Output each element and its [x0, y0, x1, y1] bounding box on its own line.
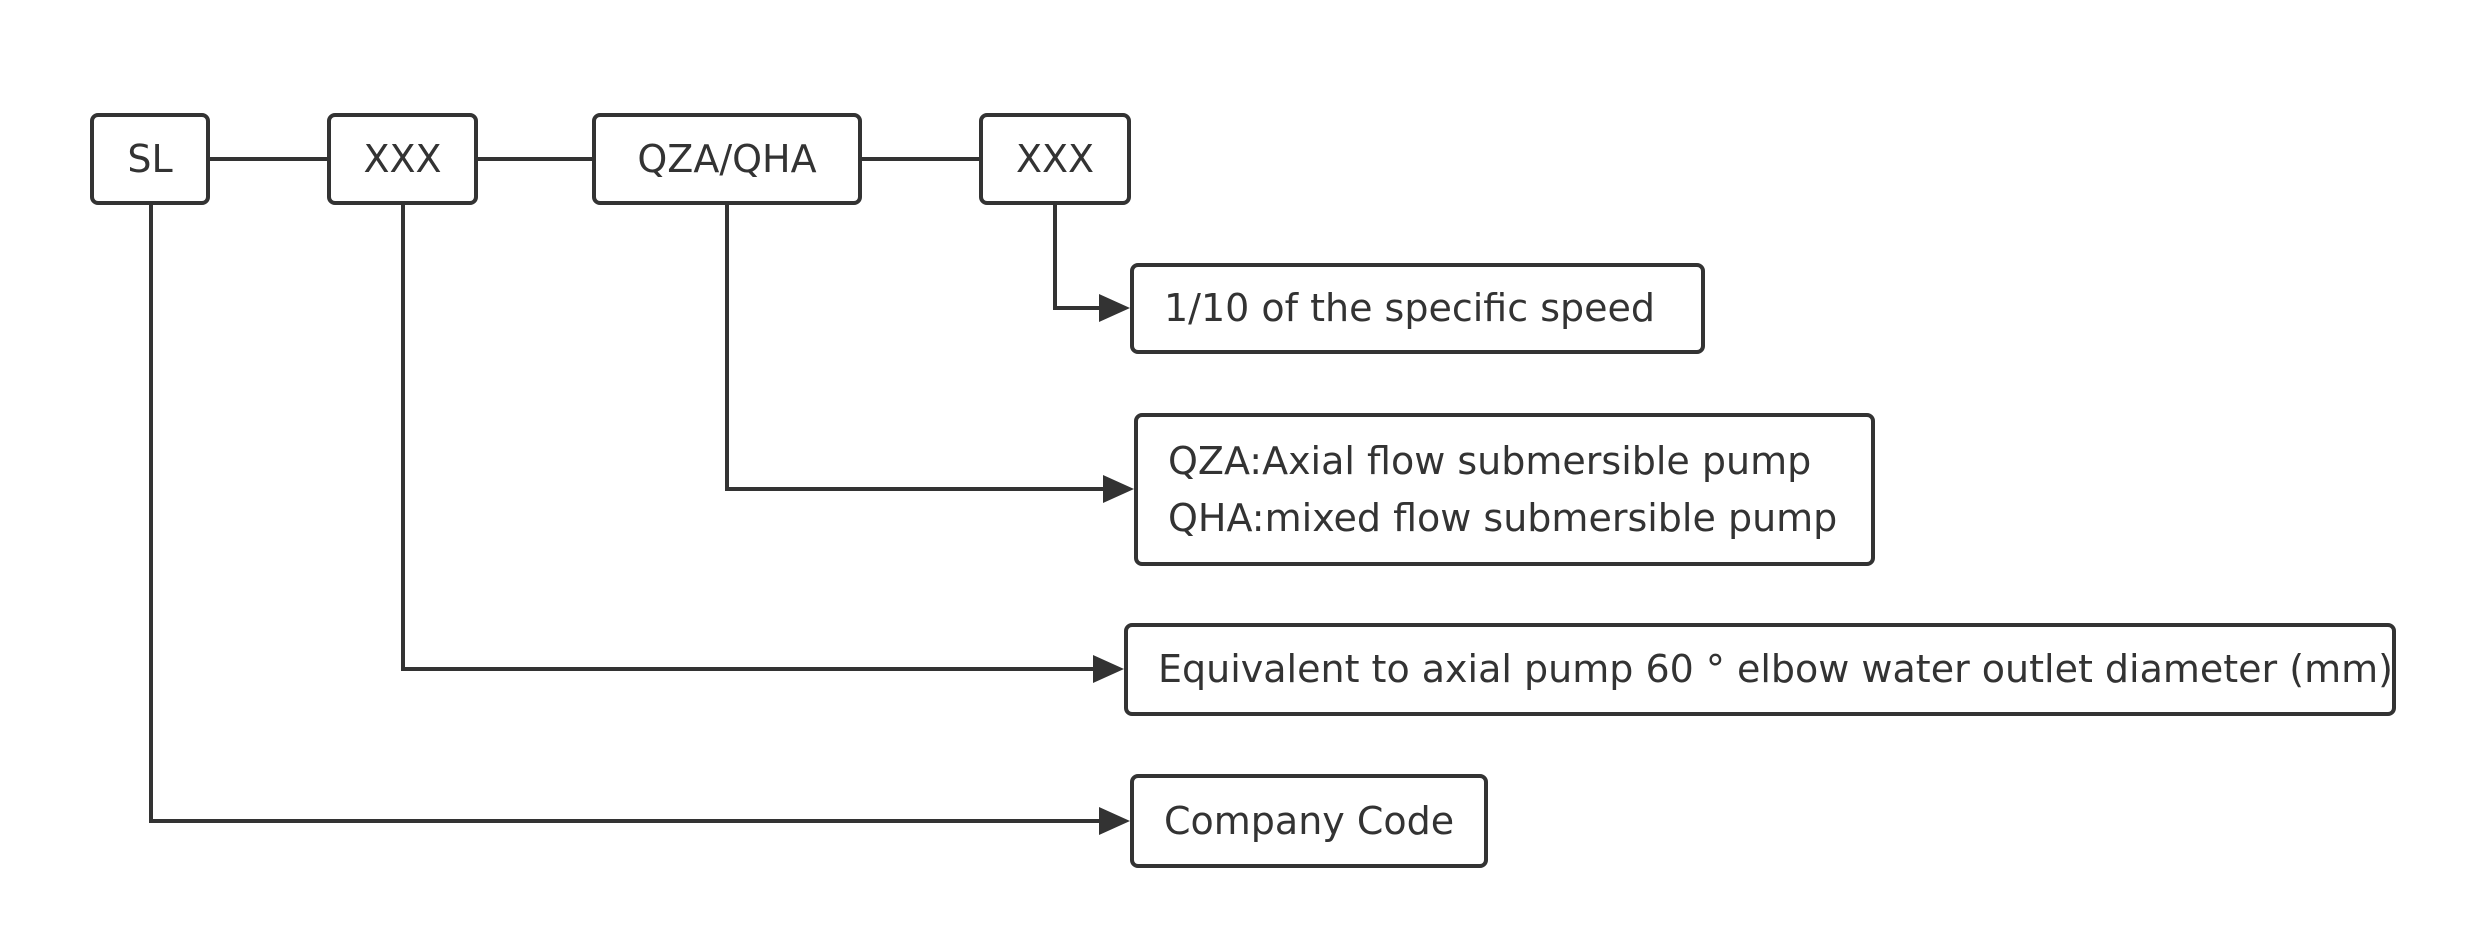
leader-pump-type — [725, 204, 1103, 491]
desc-box-diameter: Equivalent to axial pump 60 ° elbow wate… — [1124, 623, 2396, 716]
code-diameter-label: XXX — [363, 136, 442, 181]
arrowhead-speed — [1099, 294, 1130, 322]
code-box-sl: SL — [90, 113, 210, 205]
desc-box-speed: 1/10 of the specific speed — [1130, 263, 1705, 354]
code-box-diameter: XXX — [327, 113, 478, 205]
code-sl-label: SL — [127, 136, 173, 181]
code-box-pump-type: QZA/QHA — [592, 113, 862, 205]
desc-speed-text: 1/10 of the specific speed — [1164, 286, 1656, 330]
desc-box-company: Company Code — [1130, 774, 1488, 868]
code-pump-type-label: QZA/QHA — [637, 136, 817, 181]
arrowhead-diameter — [1093, 655, 1124, 683]
code-box-speed: XXX — [979, 113, 1131, 205]
desc-diameter-text: Equivalent to axial pump 60 ° elbow wate… — [1158, 647, 2393, 691]
leader-diameter — [401, 204, 1093, 671]
code-speed-label: XXX — [1015, 136, 1095, 181]
desc-pump-type-line-2: QHA:mixed flow submersible pump — [1168, 495, 1838, 540]
desc-pump-type-lines: QZA:Axial flow submersible pump QHA:mixe… — [1168, 433, 1837, 547]
desc-box-pump-type: QZA:Axial flow submersible pump QHA:mixe… — [1134, 413, 1875, 566]
leader-company — [149, 204, 1099, 823]
desc-pump-type-line-1: QZA:Axial flow submersible pump — [1168, 438, 1812, 483]
desc-company-text: Company Code — [1164, 798, 1455, 843]
arrowhead-pump-type — [1103, 475, 1134, 503]
arrowhead-company — [1099, 807, 1130, 835]
leader-speed — [1053, 204, 1099, 310]
